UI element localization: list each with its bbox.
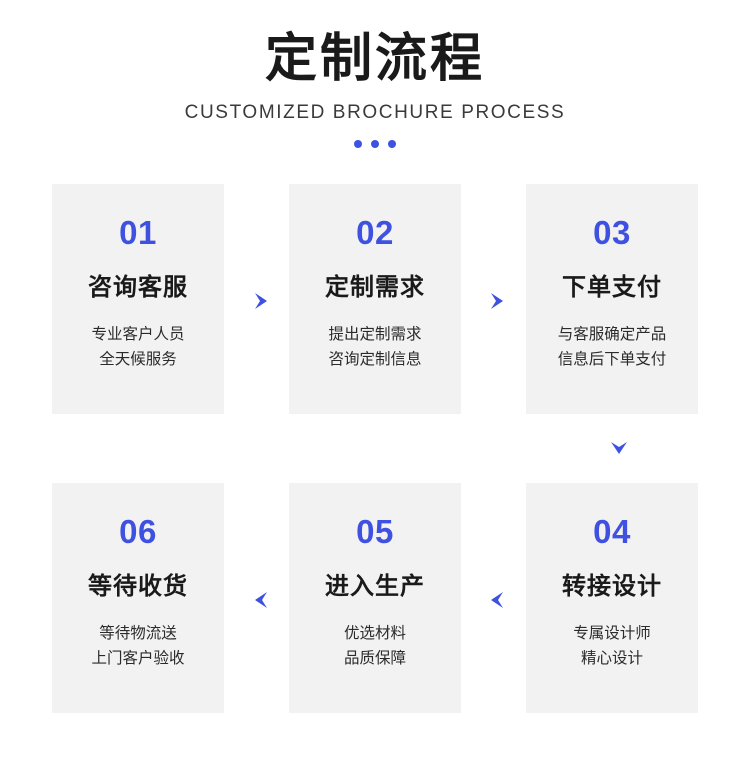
step-number: 06 xyxy=(119,512,157,550)
step-number: 03 xyxy=(593,213,631,251)
step-card-02: 02 定制需求 提出定制需求 咨询定制信息 xyxy=(289,183,461,414)
step-heading: 定制需求 xyxy=(325,273,425,301)
arrow-right-icon xyxy=(484,288,510,314)
step-number: 01 xyxy=(119,213,157,251)
arrow-right-icon xyxy=(248,288,274,314)
process-row-top: 01 咨询客服 专业客户人员 全天候服务 02 定制需求 提出定制需求 咨询定制… xyxy=(52,183,698,414)
process-row-bottom: 06 等待收货 等待物流送 上门客户验收 05 进入生产 优选材料 品质保障 0… xyxy=(52,441,698,713)
dot-icon xyxy=(371,139,379,148)
step-description: 与客服确定产品 信息后下单支付 xyxy=(558,322,667,372)
page-title: 定制流程 xyxy=(264,30,485,88)
step-description-line: 优选材料 xyxy=(343,624,406,642)
step-description-line: 专属设计师 xyxy=(573,624,651,642)
step-description: 等待物流送 上门客户验收 xyxy=(91,621,184,671)
dot-icon xyxy=(354,139,362,148)
step-number: 05 xyxy=(356,512,394,550)
step-heading: 转接设计 xyxy=(562,572,662,600)
step-description: 提出定制需求 咨询定制信息 xyxy=(328,322,421,372)
page-subtitle: CUSTOMIZED BROCHURE PROCESS xyxy=(184,101,566,123)
step-description-line: 提出定制需求 xyxy=(328,325,422,343)
step-description-line: 品质保障 xyxy=(343,649,406,667)
dot-separator xyxy=(0,139,750,148)
step-card-03: 03 下单支付 与客服确定产品 信息后下单支付 xyxy=(526,183,698,414)
step-description: 专业客户人员 全天候服务 xyxy=(91,322,184,372)
arrow-left-icon xyxy=(248,587,274,613)
step-description-line: 与客服确定产品 xyxy=(557,325,667,343)
step-description: 优选材料 品质保障 xyxy=(344,621,406,671)
dot-icon xyxy=(388,139,396,148)
step-description-line: 等待物流送 xyxy=(99,624,177,642)
step-card-06: 06 等待收货 等待物流送 上门客户验收 xyxy=(52,482,224,713)
process-flow: 01 咨询客服 专业客户人员 全天候服务 02 定制需求 提出定制需求 咨询定制… xyxy=(0,183,750,713)
step-heading: 下单支付 xyxy=(562,273,662,301)
step-description-line: 上门客户验收 xyxy=(91,649,185,667)
step-description-line: 专业客户人员 xyxy=(91,325,185,343)
arrow-down-icon xyxy=(606,435,632,461)
step-card-01: 01 咨询客服 专业客户人员 全天候服务 xyxy=(52,183,224,414)
step-number: 02 xyxy=(356,213,394,251)
header: 定制流程 CUSTOMIZED BROCHURE PROCESS xyxy=(0,0,750,148)
step-description-line: 信息后下单支付 xyxy=(557,350,667,368)
step-heading: 进入生产 xyxy=(325,572,425,600)
step-heading: 咨询客服 xyxy=(88,273,188,301)
step-number: 04 xyxy=(593,512,631,550)
step-description-line: 咨询定制信息 xyxy=(328,350,422,368)
arrow-left-icon xyxy=(484,587,510,613)
step-card-05: 05 进入生产 优选材料 品质保障 xyxy=(289,482,461,713)
step-description-line: 精心设计 xyxy=(580,649,643,667)
step-description-line: 全天候服务 xyxy=(99,350,177,368)
step-heading: 等待收货 xyxy=(88,572,188,600)
step-card-04: 04 转接设计 专属设计师 精心设计 xyxy=(526,482,698,713)
step-description: 专属设计师 精心设计 xyxy=(573,621,651,671)
